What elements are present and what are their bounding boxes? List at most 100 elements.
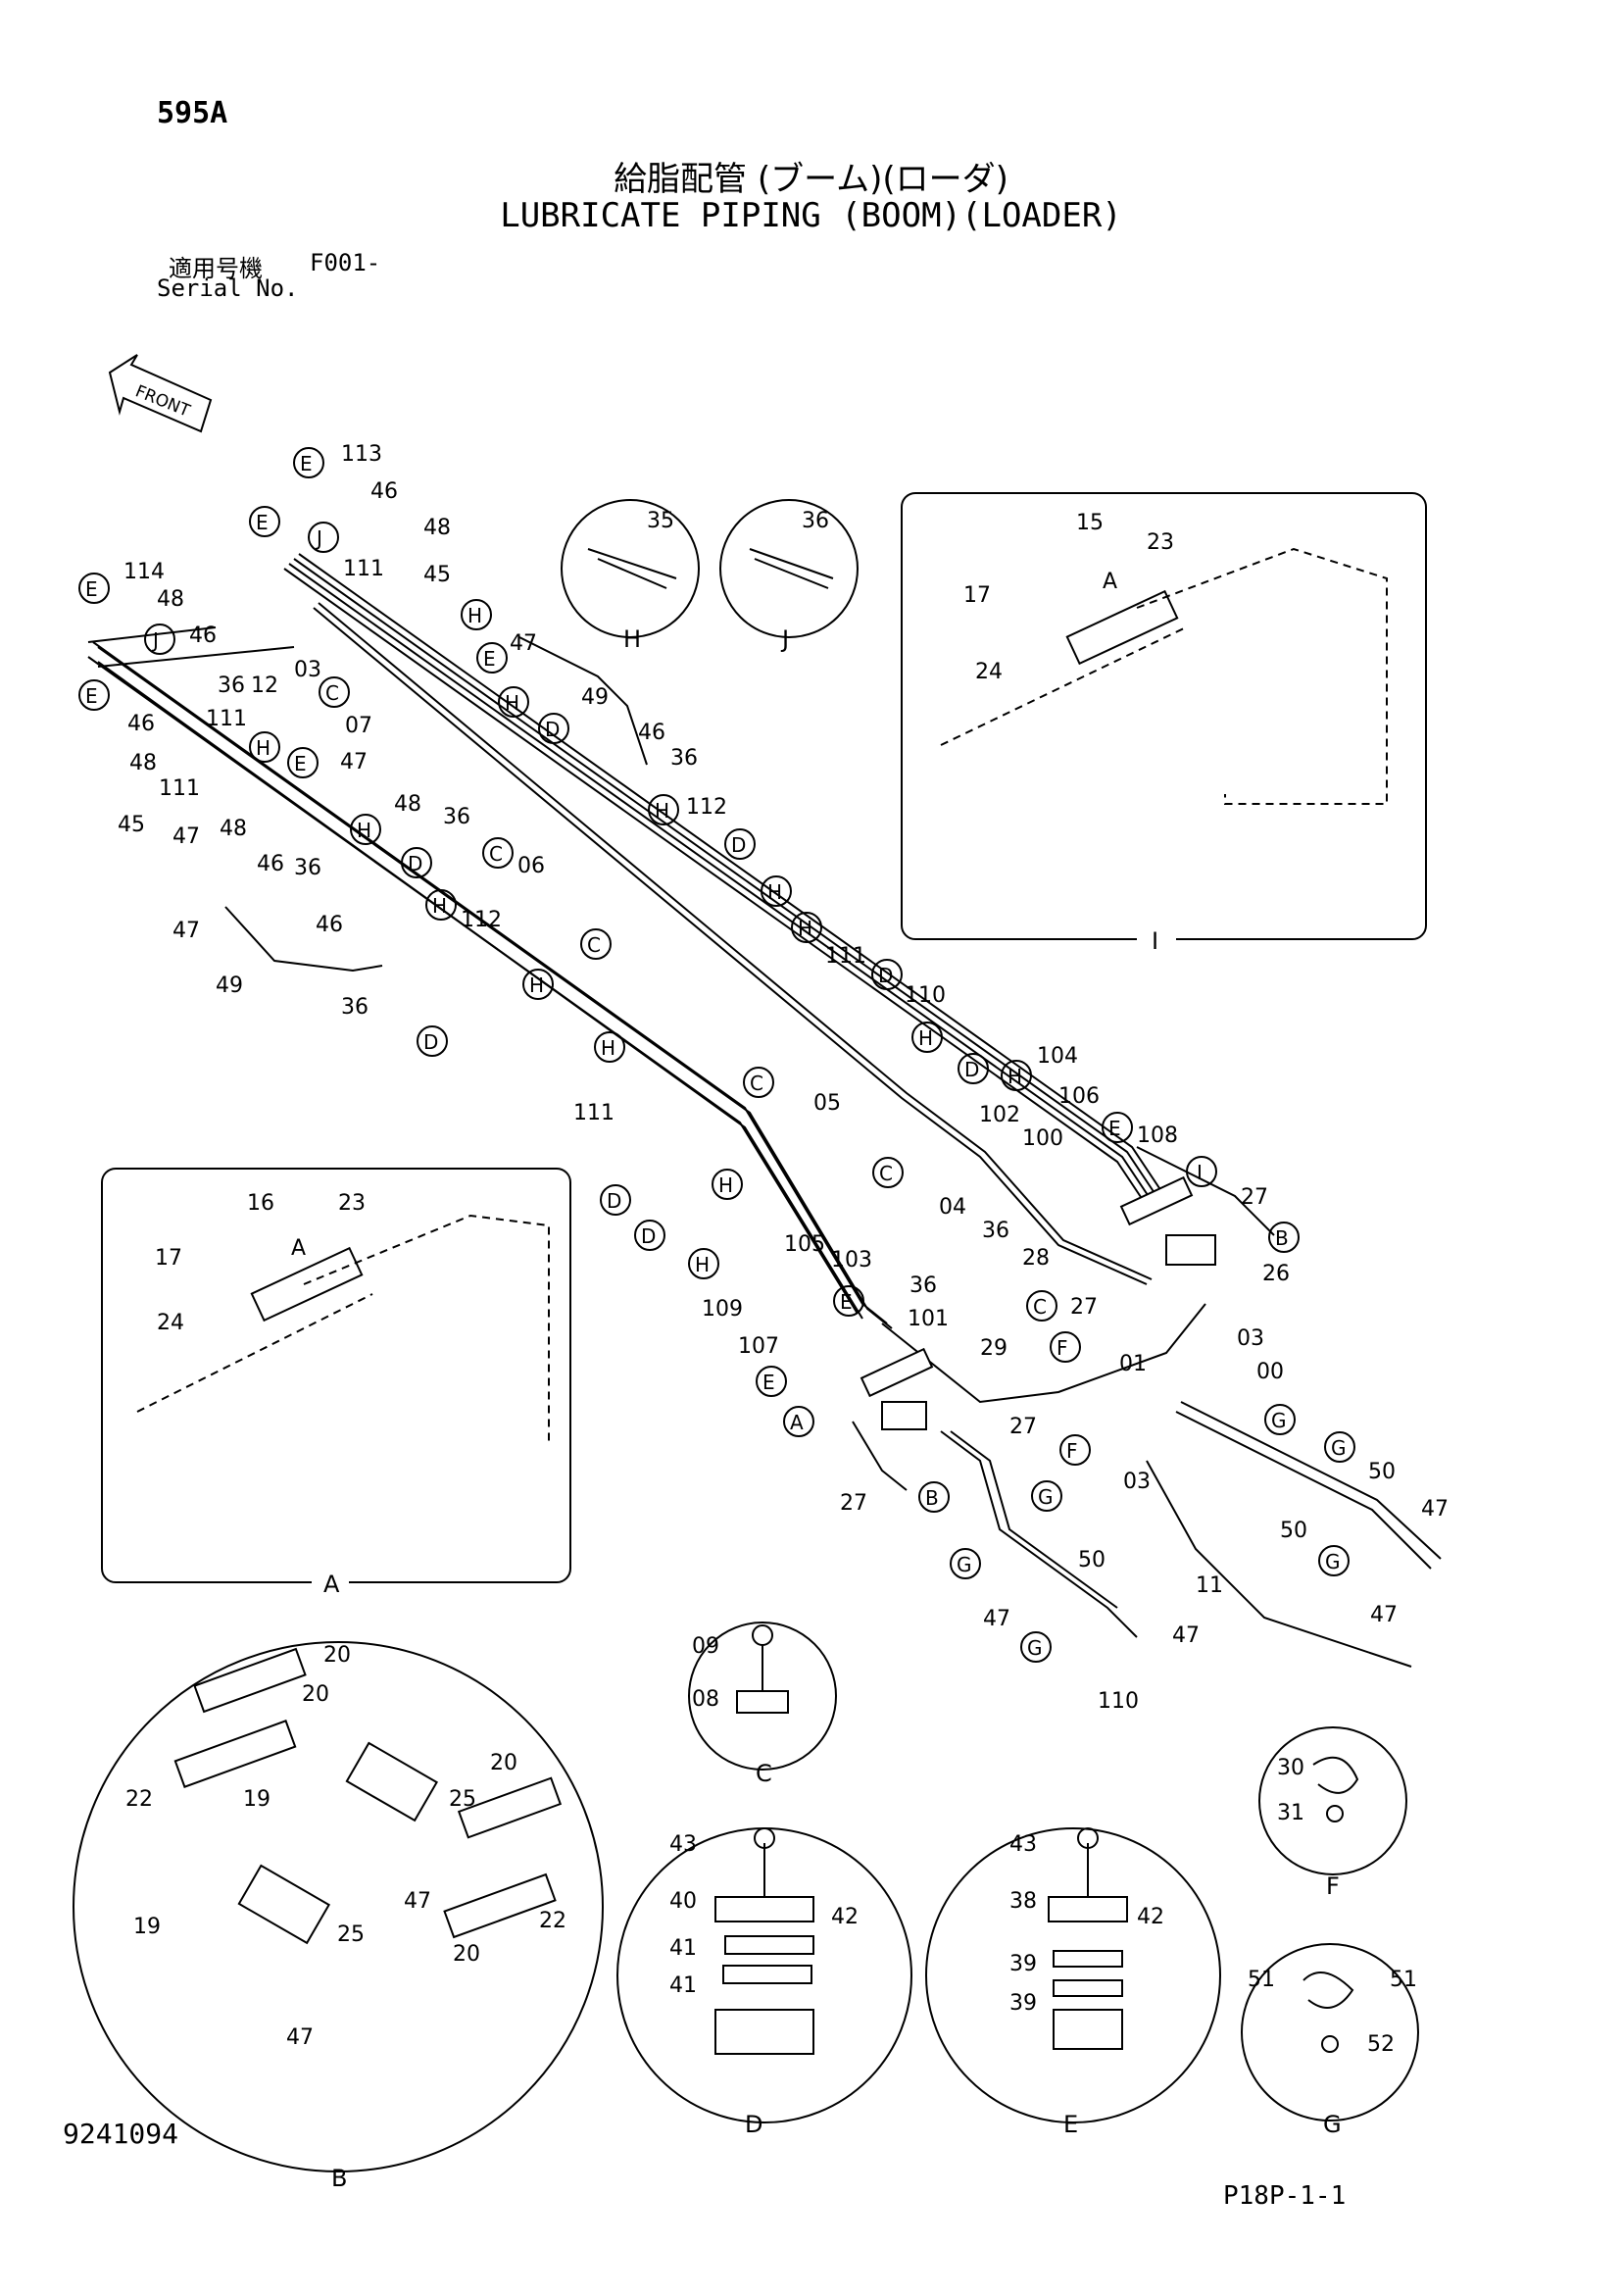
svg-text:110: 110 (1098, 1689, 1139, 1714)
svg-text:H: H (505, 691, 519, 715)
detail-A: A A (101, 1168, 571, 1598)
svg-text:F: F (1326, 1872, 1340, 1900)
svg-text:A: A (790, 1411, 804, 1434)
svg-text:29: 29 (980, 1336, 1008, 1361)
svg-text:36: 36 (443, 805, 470, 829)
svg-text:E: E (85, 684, 98, 708)
svg-text:27: 27 (840, 1491, 867, 1516)
svg-text:50: 50 (1078, 1548, 1106, 1572)
svg-text:45: 45 (423, 563, 451, 587)
svg-text:31: 31 (1277, 1801, 1304, 1825)
svg-text:C: C (879, 1162, 893, 1185)
svg-text:46: 46 (257, 852, 284, 876)
svg-text:47: 47 (983, 1607, 1010, 1631)
svg-text:H: H (918, 1026, 933, 1050)
svg-text:51: 51 (1248, 1968, 1275, 1992)
title-english: LUBRICATE PIPING (BOOM)(LOADER) (500, 196, 1122, 235)
svg-text:E: E (256, 511, 269, 534)
svg-text:D: D (745, 2111, 762, 2138)
svg-text:E: E (294, 752, 307, 775)
svg-text:36: 36 (218, 674, 245, 698)
svg-text:H: H (798, 917, 812, 940)
svg-text:48: 48 (220, 817, 247, 841)
svg-text:C: C (489, 842, 503, 866)
svg-text:48: 48 (129, 751, 157, 775)
svg-text:C: C (325, 681, 339, 705)
document-number: 9241094 (63, 2118, 179, 2150)
svg-text:25: 25 (337, 1922, 365, 1947)
svg-text:36: 36 (294, 856, 321, 880)
svg-text:E: E (762, 1371, 775, 1394)
svg-text:36: 36 (909, 1273, 937, 1298)
detail-I: I A (901, 492, 1427, 955)
svg-text:C: C (750, 1072, 763, 1095)
detail-J: J 36 (719, 499, 859, 653)
svg-text:H: H (1008, 1065, 1022, 1088)
detail-D: D 43 40 42 41 41 (616, 1827, 912, 2138)
svg-text:46: 46 (638, 721, 665, 745)
svg-text:17: 17 (963, 583, 991, 608)
svg-text:24: 24 (157, 1311, 184, 1335)
svg-text:H: H (467, 604, 482, 627)
svg-text:47: 47 (1421, 1497, 1449, 1522)
svg-text:J: J (780, 625, 789, 653)
svg-text:48: 48 (423, 516, 451, 540)
svg-text:104: 104 (1037, 1044, 1078, 1069)
svg-text:20: 20 (490, 1751, 517, 1775)
svg-text:07: 07 (345, 714, 372, 738)
svg-text:H: H (623, 625, 641, 653)
svg-text:D: D (964, 1058, 979, 1081)
svg-text:E: E (300, 452, 313, 475)
svg-text:G: G (1027, 1636, 1043, 1660)
svg-text:08: 08 (692, 1687, 719, 1712)
serial-label-japanese: 適用号機 (169, 255, 263, 282)
svg-text:09: 09 (692, 1634, 719, 1659)
svg-text:B: B (331, 2165, 347, 2192)
svg-text:15: 15 (1076, 511, 1104, 535)
svg-text:D: D (878, 964, 893, 987)
svg-text:C: C (1033, 1295, 1047, 1319)
svg-text:109: 109 (702, 1297, 743, 1322)
svg-text:05: 05 (813, 1091, 841, 1116)
svg-text:D: D (641, 1224, 656, 1248)
svg-text:H: H (256, 736, 270, 760)
svg-text:41: 41 (669, 1936, 697, 1961)
svg-text:01: 01 (1119, 1352, 1147, 1376)
svg-text:G: G (1325, 1550, 1341, 1573)
svg-text:20: 20 (302, 1682, 329, 1707)
main-reference-callouts: E E J E J E H E C H D H E H C D H D H H … (78, 447, 1355, 1663)
svg-text:E: E (840, 1290, 853, 1314)
svg-text:111: 111 (343, 557, 384, 581)
svg-text:49: 49 (581, 685, 609, 710)
svg-text:12: 12 (251, 674, 278, 698)
svg-text:H: H (655, 799, 669, 823)
svg-text:G: G (1038, 1485, 1054, 1509)
svg-text:E: E (483, 647, 496, 671)
svg-text:112: 112 (461, 908, 502, 932)
svg-text:26: 26 (1262, 1262, 1290, 1286)
svg-text:I: I (1197, 1161, 1203, 1184)
svg-text:17: 17 (155, 1246, 182, 1271)
svg-text:11: 11 (1196, 1573, 1223, 1598)
svg-text:22: 22 (539, 1909, 566, 1933)
detail-E: E 43 38 42 39 39 (925, 1827, 1221, 2138)
detail-I-label: I (1152, 927, 1158, 955)
svg-text:J: J (315, 526, 322, 550)
svg-text:36: 36 (670, 746, 698, 771)
svg-text:38: 38 (1009, 1889, 1037, 1914)
svg-text:25: 25 (449, 1787, 476, 1812)
svg-text:47: 47 (172, 919, 200, 943)
svg-text:108: 108 (1137, 1123, 1178, 1148)
serial-value: F001- (310, 249, 381, 276)
main-piping (87, 553, 1442, 1668)
svg-text:46: 46 (370, 479, 398, 504)
svg-text:36: 36 (802, 509, 829, 533)
svg-text:47: 47 (172, 824, 200, 849)
svg-text:110: 110 (905, 983, 946, 1008)
detail-A-label: A (323, 1571, 340, 1598)
svg-text:C: C (587, 933, 601, 957)
svg-text:111: 111 (573, 1101, 614, 1125)
svg-text:A: A (1103, 570, 1117, 594)
svg-text:36: 36 (982, 1219, 1009, 1243)
